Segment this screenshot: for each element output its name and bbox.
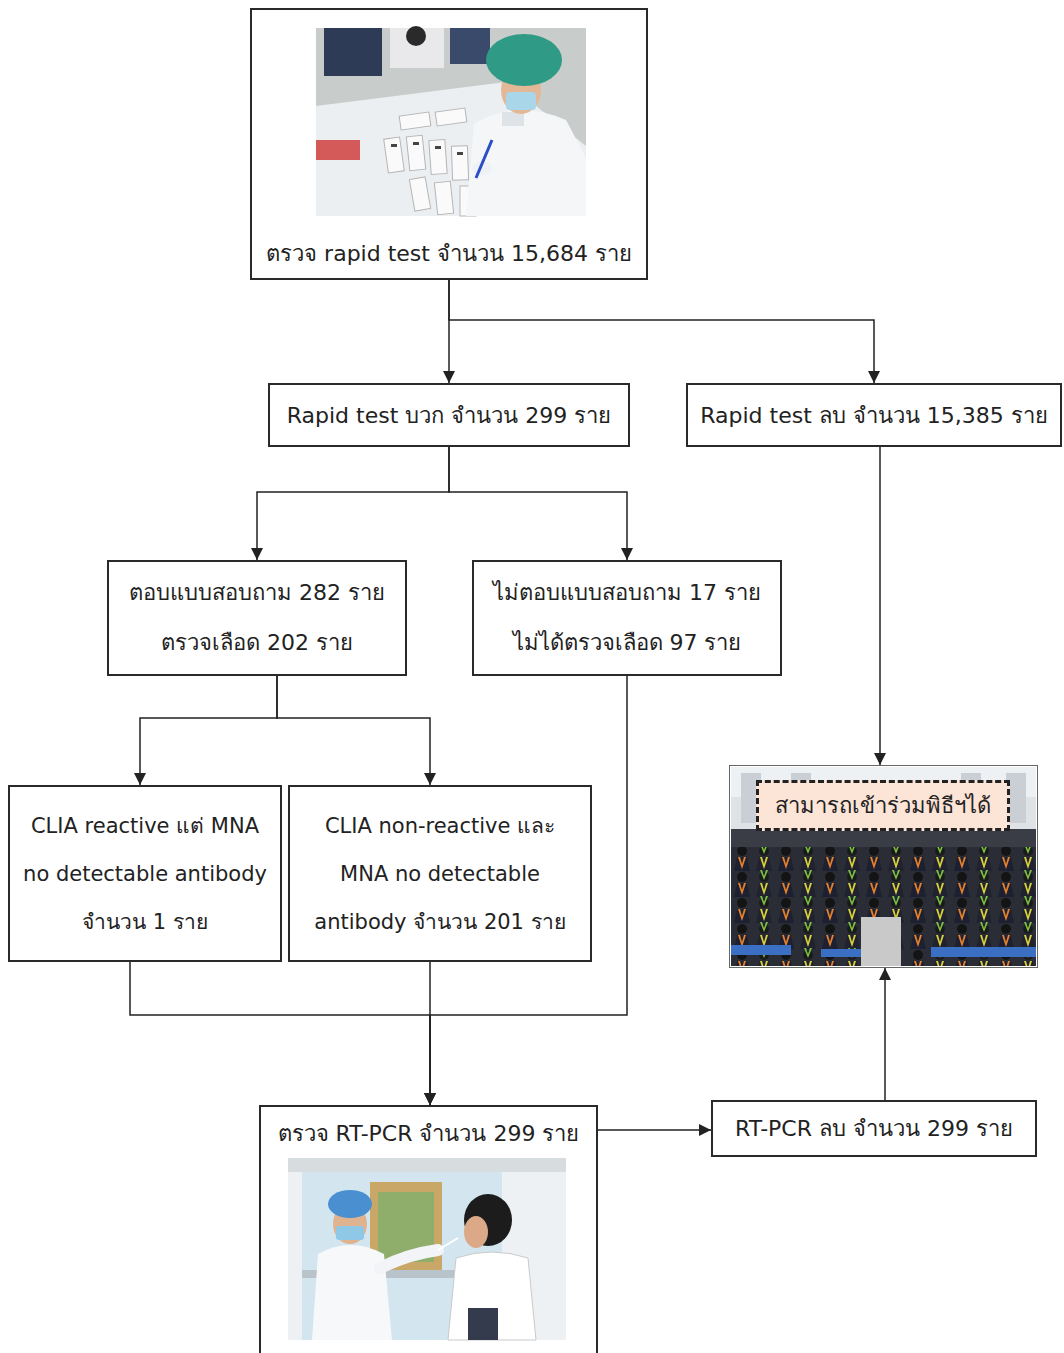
- node-text: Rapid test ลบ จำนวน 15,385 ราย: [700, 399, 1048, 432]
- node-text: RT-PCR ลบ จำนวน 299 ราย: [735, 1112, 1013, 1145]
- process-box: ตรวจ RT-PCR จำนวน 299 ราย: [259, 1105, 598, 1353]
- flow-arrow: [449, 280, 874, 383]
- flow-arrow: [598, 1129, 711, 1131]
- node-text: ตรวจ rapid test จำนวน 15,684 ราย: [266, 237, 632, 270]
- flow-arrow: [277, 676, 430, 785]
- process-box: CLIA non-reactive และ MNA no detectable …: [288, 785, 592, 962]
- process-box: ไม่ตอบแบบสอบถาม 17 รายไม่ได้ตรวจเลือด 97…: [472, 560, 782, 676]
- process-box: Rapid test ลบ จำนวน 15,385 ราย: [686, 383, 1062, 447]
- node-text: ตรวจเลือด 202 ราย: [161, 618, 353, 668]
- ceremony-photo: [731, 767, 1036, 966]
- process-box: ตรวจ rapid test จำนวน 15,684 ราย: [250, 8, 648, 280]
- node-text: CLIA non-reactive และ MNA no detectable …: [298, 802, 582, 946]
- flow-arrow: [130, 962, 430, 1105]
- flow-arrow: [879, 447, 881, 765]
- node-text: CLIA reactive แต่ MNA no detectable anti…: [18, 802, 272, 946]
- process-box: RT-PCR ลบ จำนวน 299 ราย: [711, 1100, 1037, 1157]
- node-text: ไม่ตอบแบบสอบถาม 17 ราย: [493, 568, 761, 618]
- process-box: ตอบแบบสอบถาม 282 รายตรวจเลือด 202 ราย: [107, 560, 407, 676]
- node-text: ตรวจ RT-PCR จำนวน 299 ราย: [278, 1117, 580, 1150]
- node-text: Rapid test บวก จำนวน 299 ราย: [287, 399, 612, 432]
- node-text: ตอบแบบสอบถาม 282 ราย: [129, 568, 385, 618]
- outcome-panel: สามารถเข้าร่วมพิธีฯได้: [729, 765, 1038, 968]
- node-text: ไม่ได้ตรวจเลือด 97 ราย: [513, 618, 742, 668]
- flow-arrow: [449, 447, 627, 560]
- flow-arrow: [140, 676, 277, 785]
- process-box: Rapid test บวก จำนวน 299 ราย: [268, 383, 630, 447]
- node-text: สามารถเข้าร่วมพิธีฯได้: [756, 780, 1010, 831]
- flow-arrow: [257, 447, 449, 560]
- flow-arrow: [884, 968, 886, 1100]
- rapid-test-photo: [316, 26, 586, 216]
- process-box: CLIA reactive แต่ MNA no detectable anti…: [8, 785, 282, 962]
- swab-photo: [288, 1158, 566, 1340]
